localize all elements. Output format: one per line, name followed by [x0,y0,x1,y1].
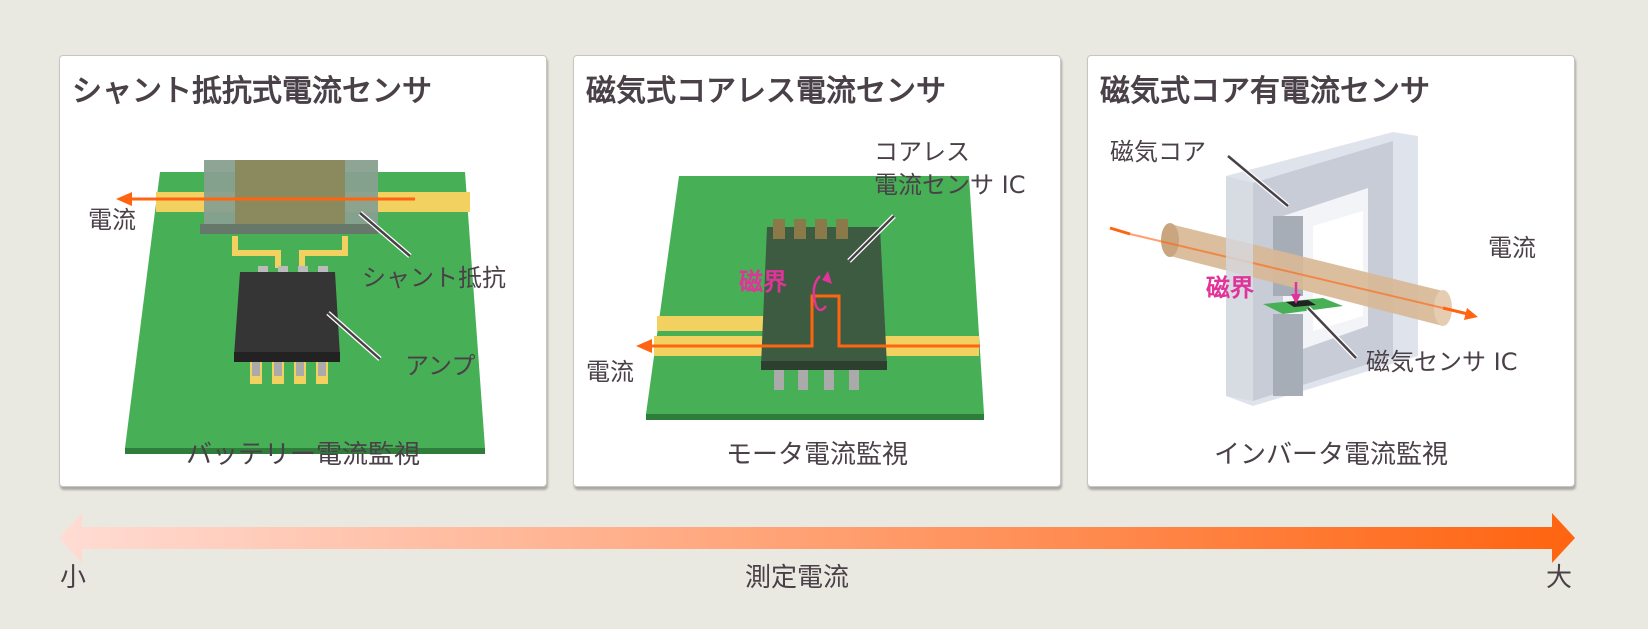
magnetic-core-label: 磁気コア [1110,138,1206,166]
coreless-sensor-label-line2: 電流センサ IC [874,171,1026,199]
core-sensor-illustration [1109,132,1478,406]
panel-caption: モータ電流監視 [725,440,908,470]
panel-title: シャント抵抗式電流センサ [72,74,432,109]
panel-coreless-sensor: 磁気式コアレス電流センサ コアレス 電流センサ IC 磁界 電流 モータ電流監視 [573,55,1061,487]
current-label: 電流 [586,358,634,386]
panel-core-sensor: 磁気式コア有電流センサ 磁気コア 電流 磁界 磁気センサ IC インバータ電流監… [1087,55,1575,487]
panel-caption: インバータ電流監視 [1213,440,1448,470]
coreless-sensor-illustration [636,176,984,420]
coreless-sensor-label-line1: コアレス [874,138,970,166]
amp-label: アンプ [405,352,476,380]
panel-title: 磁気式コアレス電流センサ [586,74,946,109]
scale-min-label: 小 [60,563,87,593]
measurement-current-scale: 小 測定電流 大 [0,505,1648,629]
magnetic-sensor-label: 磁気センサ IC [1366,348,1518,376]
panel-shunt-sensor: シャント抵抗式電流センサ 電流 シャント抵抗 アンプ バッテリー電流監視 [59,55,547,487]
panel-caption: バッテリー電流監視 [185,440,420,470]
shunt-resistor-label: シャント抵抗 [362,264,506,292]
panel-title: 磁気式コア有電流センサ [1100,74,1430,109]
magnetic-field-label: 磁界 [1206,274,1254,302]
double-arrow-icon [59,513,1575,563]
scale-title: 測定電流 [745,563,850,593]
current-label: 電流 [1488,234,1536,262]
magnetic-field-label: 磁界 [739,268,787,296]
scale-max-label: 大 [1546,563,1573,593]
shunt-sensor-illustration [116,160,485,454]
current-label: 電流 [88,206,136,234]
